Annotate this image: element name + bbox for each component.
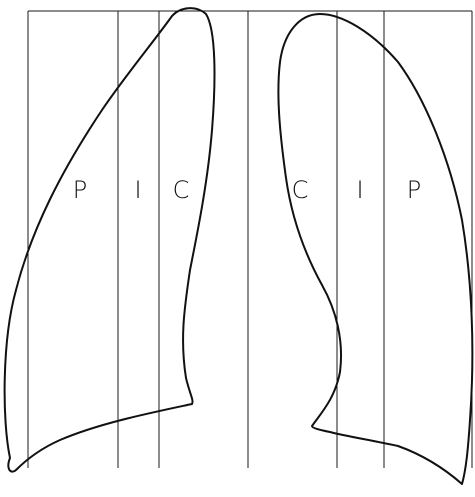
right-lung-outline	[5, 8, 215, 471]
label-left-lung-peripheral: P	[407, 176, 421, 204]
label-right-lung-intermediate: I	[134, 176, 141, 204]
left-lung-outline	[278, 14, 472, 484]
label-right-lung-central: C	[173, 176, 190, 204]
label-left-lung-intermediate: I	[356, 176, 363, 204]
label-right-lung-peripheral: P	[73, 176, 87, 204]
label-left-lung-central: C	[292, 176, 309, 204]
